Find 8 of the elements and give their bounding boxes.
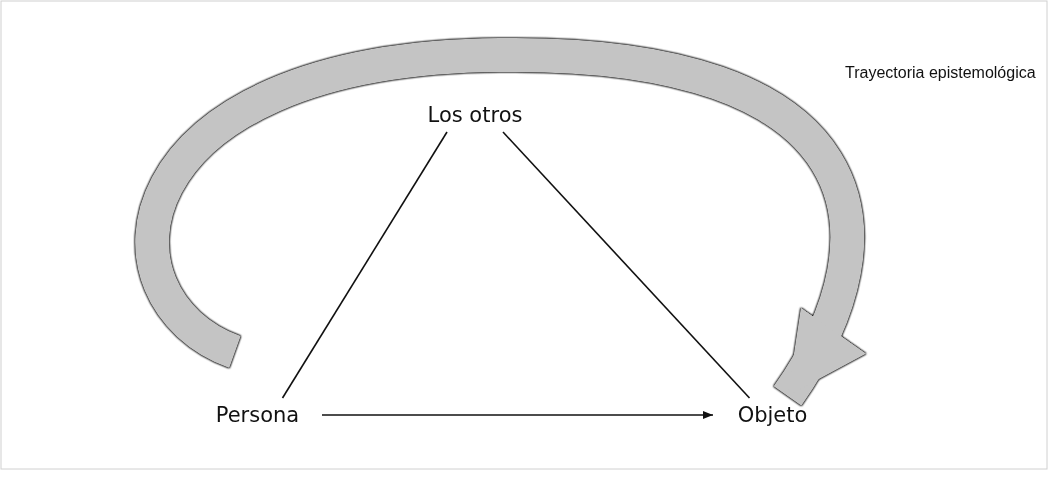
node-label: Los otros [405, 98, 545, 132]
connector-line [281, 131, 448, 399]
arrow [321, 411, 714, 419]
node-label: Persona [195, 398, 320, 432]
connector-line [502, 131, 751, 399]
node-label: Objeto [715, 398, 830, 432]
edge-label: Trayectoria epistemológica [845, 64, 1036, 82]
curved-arrow [135, 38, 864, 405]
